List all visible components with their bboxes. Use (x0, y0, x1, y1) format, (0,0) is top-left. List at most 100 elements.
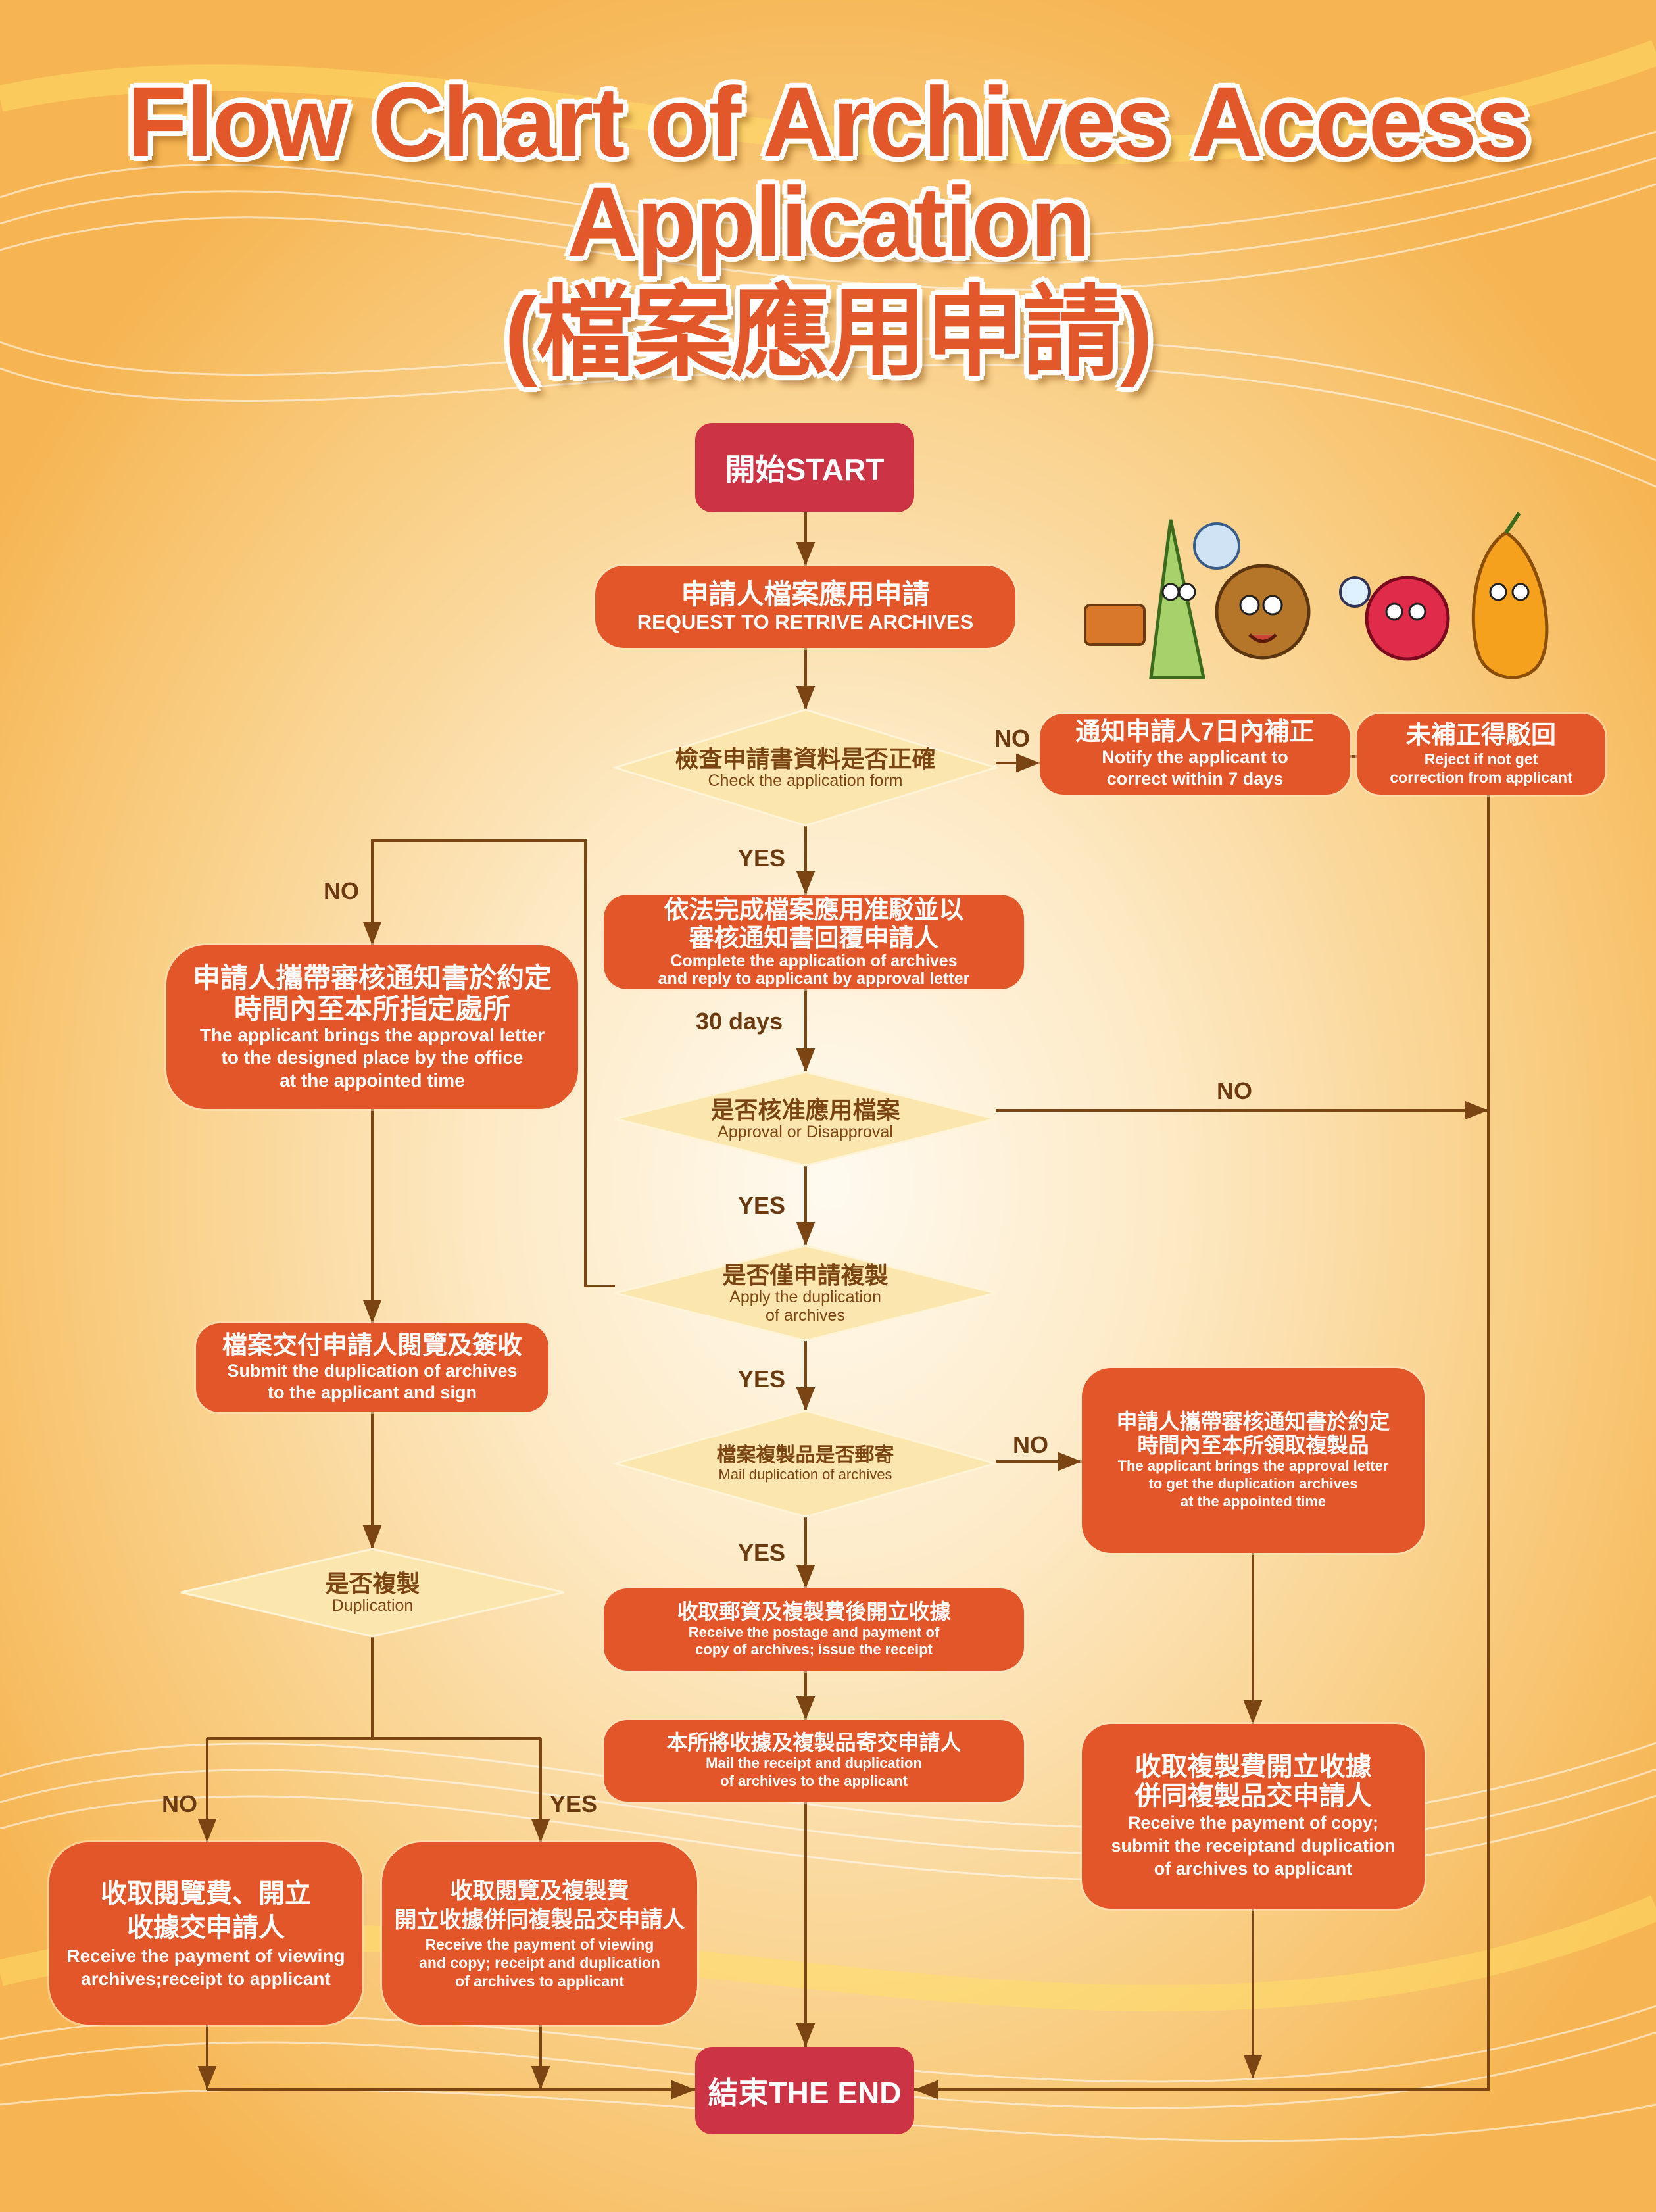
mascot-illustration (1084, 512, 1549, 679)
mail-out-en-2: of archives to the applicant (720, 1772, 908, 1789)
label-yes-only-dup: YES (738, 1365, 786, 1392)
title-line-2: Application (566, 166, 1091, 277)
reject-en-1: Reject if not get (1424, 750, 1538, 768)
postage-en-2: copy of archives; issue the receipt (695, 1641, 933, 1658)
title-line-1: Flow Chart of Archives Access (127, 66, 1530, 177)
approval-zh: 是否核准應用檔案 (710, 1096, 900, 1123)
box-submit-view: 檔案交付申請人閱覽及簽收 Submit the duplication of a… (196, 1323, 548, 1412)
box-mail-out: 本所將收據及複製品寄交申請人 Mail the receipt and dupl… (604, 1720, 1024, 1802)
lychee-mascot (1339, 576, 1450, 661)
diamond-duplication (180, 1548, 565, 1638)
complete-en-2: and reply to applicant by approval lette… (658, 969, 970, 988)
reject-zh: 未補正得駁回 (1405, 722, 1556, 750)
only-dup-zh: 是否僅申請複製 (722, 1261, 889, 1289)
approval-text: 是否核准應用檔案 Approval or Disapproval (615, 1079, 996, 1159)
request-en: REQUEST TO RETRIVE ARCHIVES (637, 610, 974, 634)
label-no-approval: NO (1217, 1077, 1252, 1104)
box-bring-letter: 申請人攜帶審核通知書於約定 時間內至本所指定處所 The applicant b… (166, 945, 578, 1109)
mail-out-en-1: Mail the receipt and duplication (706, 1755, 922, 1772)
box-complete: 依法完成檔案應用准駁並以 審核通知書回覆申請人 Complete the app… (604, 895, 1024, 989)
only-dup-text: 是否僅申請複製 Apply the duplication of archive… (615, 1252, 996, 1334)
complete-en-1: Complete the application of archives (670, 952, 958, 971)
submit-view-zh: 檔案交付申請人閱覽及簽收 (222, 1332, 522, 1360)
pickup-zh-1: 申請人攜帶審核通知書於約定 (1116, 1410, 1390, 1434)
title-line-3: (檔案應用申請) (504, 277, 1153, 387)
bring-letter-en-2: to the designed place by the office (221, 1047, 524, 1068)
view-fee-en-1: Receive the payment of viewing (66, 1946, 345, 1967)
view-copy-fee-en-3: of archives to applicant (455, 1972, 624, 1990)
pickup-en-2: to get the duplication archives (1148, 1475, 1358, 1492)
diamond-mail (611, 1410, 1000, 1518)
request-zh: 申請人檔案應用申請 (681, 579, 930, 610)
label-30-days: 30 days (696, 1008, 783, 1035)
check-zh: 檢查申請書資料是否正確 (675, 745, 936, 772)
copy-fee-zh-1: 收取複製費開立收據 (1134, 1752, 1372, 1782)
bring-letter-zh-1: 申請人攜帶審核通知書於約定 (192, 962, 552, 994)
complete-zh-2: 審核通知書回覆申請人 (689, 924, 939, 952)
label-no-only-dup: NO (324, 877, 359, 904)
copy-fee-zh-2: 併同複製品交申請人 (1134, 1781, 1372, 1811)
connector-onlydup-bring (362, 839, 615, 1287)
bring-letter-zh-2: 時間內至本所指定處所 (233, 993, 510, 1025)
duplication-en: Duplication (331, 1596, 414, 1615)
diamond-only-dup (614, 1244, 996, 1342)
postage-en-1: Receive the postage and payment of (688, 1623, 940, 1640)
view-copy-fee-en-1: Receive the payment of viewing (425, 1935, 654, 1953)
check-text: 檢查申請書資料是否正確 Check the application form (615, 724, 996, 812)
mail-q-en: Mail duplication of archives (718, 1466, 892, 1483)
label-no-check: NO (994, 725, 1030, 752)
label-yes-approval: YES (738, 1192, 786, 1219)
label-yes-duplication: YES (550, 1790, 598, 1817)
duplication-zh: 是否複製 (325, 1570, 420, 1598)
bamboo-shoot-mascot (1084, 519, 1240, 679)
only-dup-en-1: Apply the duplication (729, 1288, 881, 1307)
copy-fee-en-3: of archives to applicant (1154, 1858, 1353, 1879)
submit-view-en-2: to the applicant and sign (267, 1382, 477, 1402)
box-copy-fee: 收取複製費開立收據 併同複製品交申請人 Receive the payment … (1082, 1724, 1425, 1909)
diamond-check (611, 708, 1000, 827)
copy-fee-en-1: Receive the payment of copy; (1127, 1812, 1379, 1832)
label-yes-mail: YES (738, 1539, 786, 1566)
mail-q-zh: 檔案複製品是否郵寄 (716, 1444, 894, 1466)
start-terminal: 開始START (695, 423, 914, 512)
box-pickup: 申請人攜帶審核通知書於約定 時間內至本所領取複製品 The applicant … (1082, 1368, 1425, 1553)
bring-letter-en-3: at the appointed time (280, 1069, 465, 1091)
connector-reject-end (914, 795, 1490, 2100)
pickup-en-3: at the appointed time (1180, 1492, 1327, 1510)
pickup-en-1: The applicant brings the approval letter (1117, 1458, 1389, 1475)
mail-q-text: 檔案複製品是否郵寄 Mail duplication of archives (615, 1421, 996, 1506)
connector-duplication-split (207, 1636, 541, 1740)
view-fee-zh-1: 收取閱覽費、開立 (101, 1879, 311, 1909)
complete-zh-1: 依法完成檔案應用准駁並以 (664, 897, 964, 925)
notify-zh: 通知申請人7日內補正 (1075, 718, 1315, 747)
copy-fee-en-2: submit the receiptand duplication (1111, 1835, 1396, 1856)
reject-en-2: correction from applicant (1390, 768, 1572, 786)
view-copy-fee-en-2: and copy; receipt and duplication (419, 1954, 660, 1971)
label-no-duplication: NO (162, 1790, 197, 1817)
box-request: 申請人檔案應用申請 REQUEST TO RETRIVE ARCHIVES (595, 566, 1015, 648)
diamond-approval (614, 1071, 996, 1167)
label-no-mail: NO (1013, 1431, 1048, 1458)
notify-en-1: Notify the applicant to (1102, 747, 1288, 767)
only-dup-en-2: of archives (766, 1306, 845, 1325)
bring-letter-en-1: The applicant brings the approval letter (199, 1025, 545, 1046)
notify-en-2: correct within 7 days (1106, 768, 1284, 789)
box-view-copy-fee: 收取閱覽及複製費 開立收據併同複製品交申請人 Receive the payme… (382, 1842, 697, 2025)
papaya-mascot (1471, 512, 1549, 679)
view-copy-fee-zh-2: 開立收據併同複製品交申請人 (394, 1907, 685, 1933)
check-en: Check the application form (708, 771, 903, 790)
postage-zh: 收取郵資及複製費後開立收據 (677, 1599, 951, 1623)
view-copy-fee-zh-1: 收取閱覽及複製費 (450, 1879, 629, 1904)
duplication-text: 是否複製 Duplication (181, 1556, 564, 1630)
pickup-zh-2: 時間內至本所領取複製品 (1137, 1433, 1369, 1458)
label-yes-check: YES (738, 845, 786, 872)
box-reject: 未補正得駁回 Reject if not get correction from… (1357, 714, 1605, 795)
box-postage: 收取郵資及複製費後開立收據 Receive the postage and pa… (604, 1588, 1024, 1671)
box-notify: 通知申請人7日內補正 Notify the applicant to corre… (1040, 714, 1350, 795)
view-fee-zh-2: 收據交申請人 (127, 1913, 285, 1943)
box-view-fee: 收取閱覽費、開立 收據交申請人 Receive the payment of v… (49, 1842, 362, 2025)
approval-en: Approval or Disapproval (718, 1122, 893, 1141)
view-fee-en-2: archives;receipt to applicant (81, 1968, 331, 1989)
end-terminal: 結束THE END (695, 2047, 914, 2134)
